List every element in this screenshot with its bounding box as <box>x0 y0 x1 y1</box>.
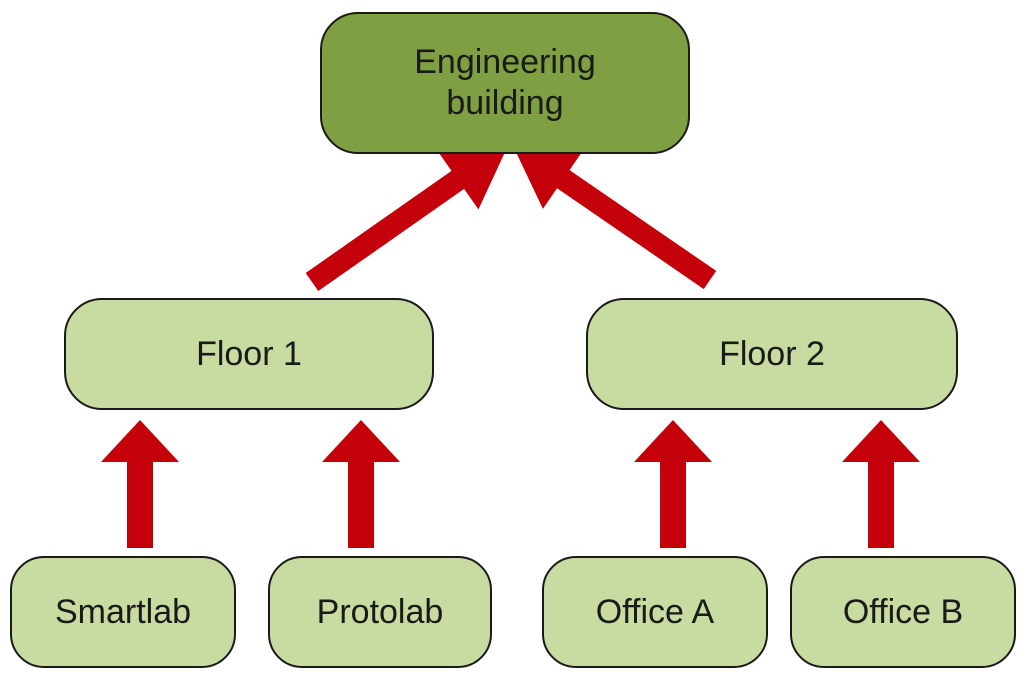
node-floor-1: Floor 1 <box>64 298 434 410</box>
arrow-protolab-to-floor1 <box>322 420 400 548</box>
node-label: Floor 2 <box>719 334 825 373</box>
node-label: Smartlab <box>54 592 192 631</box>
node-label: Floor 1 <box>196 334 302 373</box>
node-smartlab: Smartlab <box>10 556 236 668</box>
node-office-b: Office B <box>790 556 1016 668</box>
node-office-a: Office A <box>542 556 768 668</box>
node-label: Engineering building <box>414 43 596 122</box>
arrow-smartlab-to-floor1 <box>101 420 179 548</box>
node-label: Office A <box>595 592 715 631</box>
node-protolab: Protolab <box>268 556 492 668</box>
node-label: Office B <box>842 592 964 631</box>
arrow-officeb-to-floor2 <box>842 420 920 548</box>
arrow-floor1-to-root <box>305 144 509 292</box>
arrow-officea-to-floor2 <box>634 420 712 548</box>
node-label: Protolab <box>316 592 444 631</box>
arrow-floor2-to-root <box>512 144 717 290</box>
node-engineering-building: Engineering building <box>320 12 690 154</box>
node-floor-2: Floor 2 <box>586 298 958 410</box>
